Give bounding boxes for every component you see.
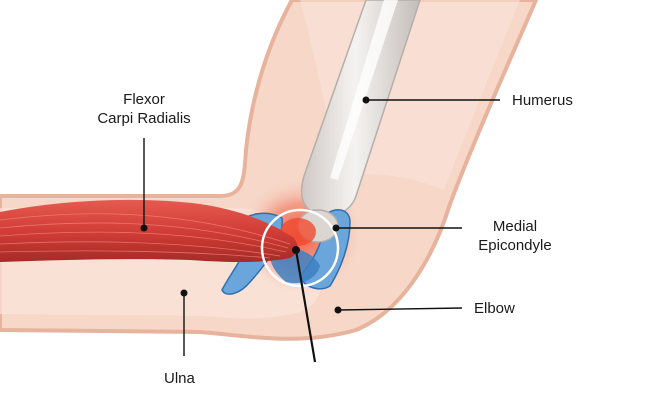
label-flexor-carpi-radialis: Flexor Carpi Radialis bbox=[64, 90, 224, 128]
label-humerus: Humerus bbox=[512, 92, 573, 109]
highlight-circle bbox=[260, 208, 340, 288]
flexor-muscle bbox=[0, 199, 298, 262]
label-medial-line2: Epicondyle bbox=[478, 237, 552, 254]
dot-elbow bbox=[334, 306, 342, 314]
leader-elbow bbox=[337, 307, 463, 311]
dot-humerus bbox=[362, 96, 370, 104]
label-flexor-line2: Carpi Radialis bbox=[97, 110, 191, 127]
humerus-highlight bbox=[330, 0, 398, 180]
leader-epicondyle-pointer bbox=[294, 249, 317, 363]
dot-medial bbox=[332, 224, 340, 232]
dot-flexor bbox=[140, 224, 148, 232]
dot-ulna bbox=[180, 289, 188, 297]
dot-pointer bbox=[292, 246, 300, 254]
label-ulna: Ulna bbox=[164, 370, 195, 387]
label-elbow: Elbow bbox=[474, 300, 515, 317]
label-medial-epicondyle: Medial Epicondyle bbox=[460, 217, 570, 255]
leader-dots bbox=[140, 96, 370, 314]
label-medial-line1: Medial bbox=[492, 218, 538, 235]
leader-lines bbox=[143, 99, 500, 363]
label-flexor-line1: Flexor bbox=[123, 91, 165, 108]
muscle-fibers bbox=[0, 213, 291, 259]
